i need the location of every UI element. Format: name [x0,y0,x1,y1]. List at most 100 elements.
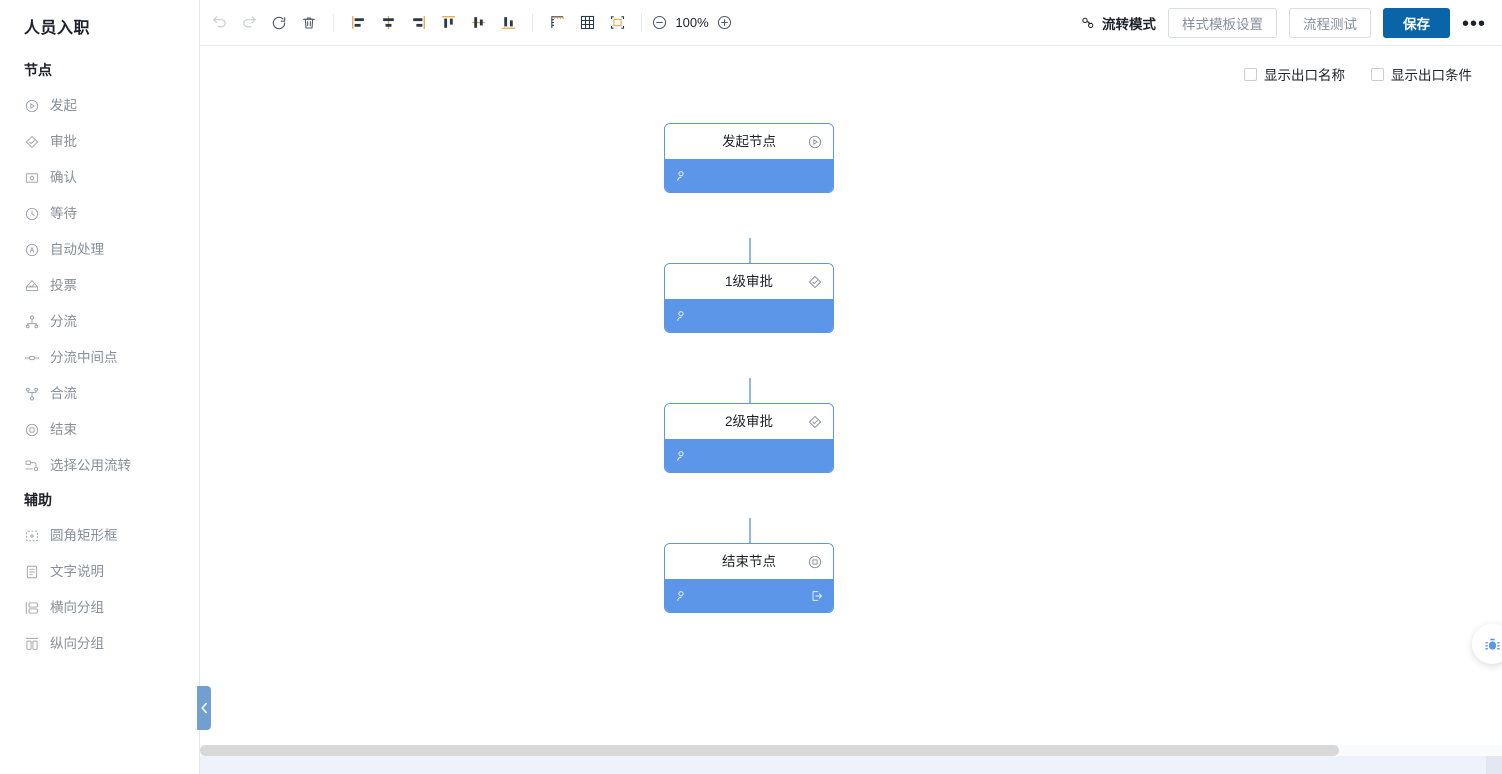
redo-icon [242,16,256,28]
bug-icon [1484,638,1500,650]
fit-screen-button[interactable] [602,8,632,38]
palette-item-合流[interactable]: 合流 [0,376,199,412]
ruler-button[interactable] [542,8,572,38]
page-title: 人员入职 [24,20,91,37]
flow-node-发起节点[interactable]: 发起节点 [664,123,834,193]
align-right-button[interactable] [403,8,433,38]
person-icon [674,589,688,603]
chevron-left-icon [200,702,207,714]
palette-item-label: 等待 [50,206,77,222]
node-header[interactable]: 2级审批 [665,404,833,440]
save-button[interactable]: 保存 [1383,7,1450,38]
more-options-button[interactable]: ••• [1462,12,1487,35]
debug-float-button[interactable] [1472,624,1502,664]
palette-group-title-0: 节点 [24,62,52,78]
palette-item-label: 结束 [50,422,77,438]
person-icon [674,169,688,183]
palette-item-label: 发起 [50,98,77,114]
diamond-check-icon [24,134,40,150]
zoom-out-button[interactable] [651,14,668,31]
checkbox-box [1371,67,1384,81]
palette-item-label: 自动处理 [50,242,104,258]
person-icon [674,309,688,323]
palette-item-自动处理[interactable]: 自动处理 [0,232,199,268]
palette-item-分流中间点[interactable]: 分流中间点 [0,340,199,376]
palette-item-label: 确认 [50,170,77,186]
style-template-button[interactable]: 样式模板设置 [1168,7,1277,38]
align-top-button[interactable] [433,8,463,38]
refresh-icon [272,16,286,29]
palette-item-结束[interactable]: 结束 [0,412,199,448]
fit-screen-icon [610,16,624,29]
palette-item-等待[interactable]: 等待 [0,196,199,232]
zoom-in-button[interactable] [716,14,733,31]
flow-mode-label: 流转模式 [1102,16,1156,32]
palette-item-审批[interactable]: 审批 [0,124,199,160]
palette-item-纵向分组[interactable]: 纵向分组 [0,626,199,662]
horizontal-scrollbar-thumb[interactable] [200,745,1340,756]
palette-item-确认[interactable]: 确认 [0,160,199,196]
align-left-icon [351,16,364,29]
toolbar-divider [333,13,334,32]
zoom-in-icon [717,15,732,30]
flow-mode-toggle[interactable]: 流转模式 [1080,13,1156,33]
refresh-button[interactable] [264,8,294,38]
align-left-button[interactable] [343,8,373,38]
node-header[interactable]: 1级审批 [665,264,833,300]
node-title: 结束节点 [722,553,776,569]
exit-arrow-icon[interactable] [810,589,824,603]
node-body[interactable] [665,440,833,472]
align-middle-icon [471,17,485,28]
checkbox-box [1244,67,1257,81]
grid-button[interactable] [572,8,602,38]
clock-icon [24,206,40,222]
palette-item-横向分组[interactable]: 横向分组 [0,590,199,626]
vertical-group-icon [24,636,40,652]
show-exit-name-checkbox[interactable]: 显示出口名称 [1244,64,1345,84]
palette-item-投票[interactable]: 投票 [0,268,199,304]
undo-button[interactable] [204,8,234,38]
zoom-level: 100% [675,15,709,30]
node-header[interactable]: 结束节点 [665,544,833,580]
palette-item-选择公用流转[interactable]: 选择公用流转 [0,448,199,484]
ruler-icon [550,16,564,29]
zoom-control: 100% [651,14,733,31]
node-body[interactable] [665,580,833,612]
palette-item-label: 圆角矩形框 [50,528,118,544]
node-body[interactable] [665,160,833,192]
flow-test-button[interactable]: 流程测试 [1289,7,1371,38]
delete-button[interactable] [294,8,324,38]
split-midpoint-icon [24,350,40,366]
align-right-icon [412,16,425,29]
show-exit-name-label: 显示出口名称 [1264,68,1345,83]
horizontal-scrollbar[interactable] [200,745,1502,756]
align-middle-button[interactable] [463,8,493,38]
auto-circle-icon [24,242,40,258]
palette-item-圆角矩形框[interactable]: 圆角矩形框 [0,518,199,554]
flow-node-1级审批[interactable]: 1级审批 [664,263,834,333]
align-bottom-icon [501,17,515,29]
node-body[interactable] [665,300,833,332]
show-exit-condition-label: 显示出口条件 [1391,68,1472,83]
show-exit-condition-checkbox[interactable]: 显示出口条件 [1371,64,1472,84]
palette-item-文字说明[interactable]: 文字说明 [0,554,199,590]
flow-edges [744,238,756,591]
align-top-icon [441,16,455,28]
main-area: 100% 流转模式 样式模板设置 流程测试 [200,0,1502,774]
resize-corner [1486,756,1502,774]
flow-canvas[interactable]: 显示出口名称 显示出口条件 发起节 [200,46,1502,774]
align-center-button[interactable] [373,8,403,38]
palette-item-label: 纵向分组 [50,636,104,652]
align-center-icon [382,16,394,29]
redo-button[interactable] [234,8,264,38]
palette-item-发起[interactable]: 发起 [0,88,199,124]
palette-item-分流[interactable]: 分流 [0,304,199,340]
diamond-check-icon [807,274,823,290]
node-header[interactable]: 发起节点 [665,124,833,160]
flow-node-结束节点[interactable]: 结束节点 [664,543,834,613]
collapse-sidebar-handle[interactable] [197,686,211,730]
flow-graph: 发起节点 1级审批 2级审批结束节点 [200,46,1502,774]
diamond-check-icon [807,414,823,430]
align-bottom-button[interactable] [493,8,523,38]
flow-node-2级审批[interactable]: 2级审批 [664,403,834,473]
